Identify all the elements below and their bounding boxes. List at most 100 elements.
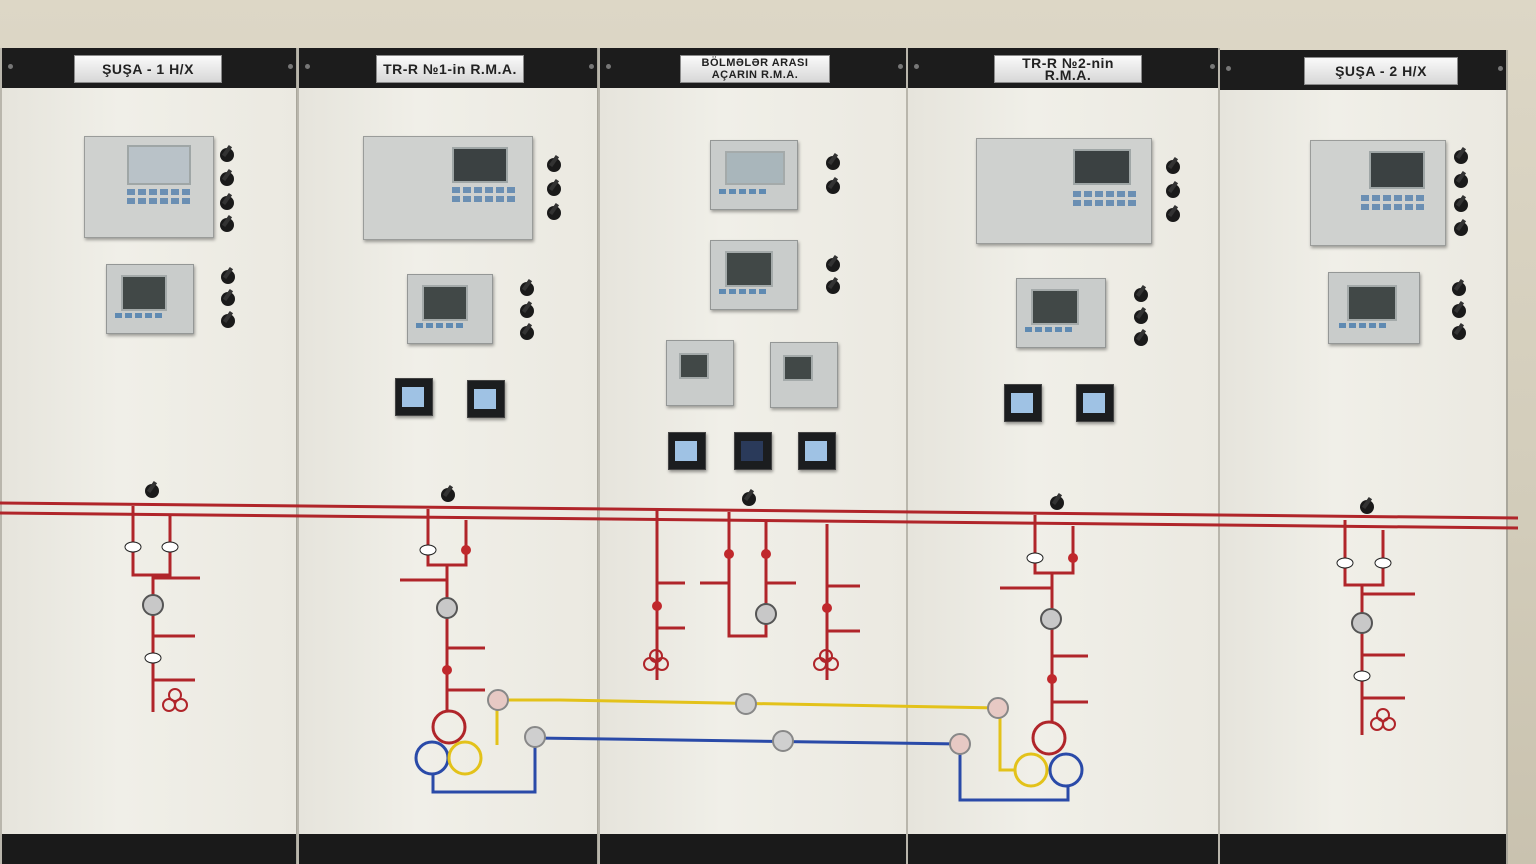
rotary-switch-icon[interactable] (520, 326, 534, 340)
rotary-switch-icon[interactable] (826, 280, 840, 294)
rotary-switch-icon[interactable] (1454, 222, 1468, 236)
rotary-switch-icon[interactable] (1454, 198, 1468, 212)
rotary-switch-icon[interactable] (1166, 160, 1180, 174)
protection-relay[interactable] (363, 136, 533, 240)
indicator-lamp-icon (652, 601, 662, 611)
rotary-switch-icon[interactable] (547, 182, 561, 196)
current-transformer-icon (987, 697, 1009, 719)
transformer-star-icon (431, 709, 467, 745)
rotary-switch-icon[interactable] (221, 292, 235, 306)
panel-title-plate: TR-R №2-nin R.M.A. (994, 55, 1142, 83)
circuit-breaker-icon (755, 603, 777, 625)
rotary-switch-icon[interactable] (1166, 208, 1180, 222)
meter-display-icon (798, 432, 836, 470)
indicator-lamp-icon (1047, 674, 1057, 684)
current-transformer-icon (162, 688, 188, 712)
control-relay[interactable] (1016, 278, 1106, 348)
indicator-lamp-icon (442, 665, 452, 675)
disconnector-icon (1336, 557, 1392, 682)
meter-display-icon (734, 432, 772, 470)
protection-relay[interactable] (666, 340, 734, 406)
rotary-switch-icon[interactable] (1454, 150, 1468, 164)
circuit-breaker-icon (1351, 612, 1373, 634)
rotary-switch-icon[interactable] (1454, 174, 1468, 188)
rotary-switch-icon[interactable] (826, 156, 840, 170)
cabinet-transformer-2: TR-R №2-nin R.M.A. (906, 48, 1220, 864)
control-relay[interactable] (710, 240, 798, 310)
protection-relay[interactable] (84, 136, 214, 238)
cabinet-base (2, 834, 296, 864)
rotary-switch-icon[interactable] (1452, 282, 1466, 296)
current-transformer-icon (524, 726, 546, 748)
rotary-switch-icon[interactable] (220, 148, 234, 162)
cabinet-base (1220, 834, 1506, 864)
rotary-switch-icon[interactable] (1452, 304, 1466, 318)
control-relay[interactable] (407, 274, 493, 344)
meter-display-icon (1076, 384, 1114, 422)
rotary-switch-icon[interactable] (441, 488, 455, 502)
transformer-delta-icon (1048, 752, 1084, 788)
meter-display-icon (395, 378, 433, 416)
rotary-switch-icon[interactable] (221, 270, 235, 284)
rotary-switch-icon[interactable] (826, 180, 840, 194)
transformer-star-icon (447, 740, 483, 776)
rotary-switch-icon[interactable] (145, 484, 159, 498)
rotary-switch-icon[interactable] (1134, 288, 1148, 302)
rotary-switch-icon[interactable] (1050, 496, 1064, 510)
rotary-switch-icon[interactable] (220, 218, 234, 232)
feeder-bus-coupler (655, 510, 860, 680)
rotary-switch-icon[interactable] (221, 314, 235, 328)
blue-line (431, 736, 1070, 802)
rotary-switch-icon[interactable] (1134, 310, 1148, 324)
disconnector-icon (124, 541, 179, 664)
circuit-breaker-icon (1040, 608, 1062, 630)
panel-title-plate: BÖLMƏLƏR ARASI AÇARIN R.M.A. (680, 55, 830, 83)
cabinet-base (908, 834, 1218, 864)
rotary-switch-icon[interactable] (520, 304, 534, 318)
transformer-star-icon (1013, 752, 1049, 788)
current-transformer-icon (735, 693, 757, 715)
cabinet-base (600, 834, 906, 864)
rotary-switch-icon[interactable] (520, 282, 534, 296)
rotary-switch-icon[interactable] (826, 258, 840, 272)
indicator-lamp-icon (1068, 553, 1078, 563)
indicator-lamp-icon (822, 603, 832, 613)
cabinet-base (299, 834, 597, 864)
protection-relay[interactable] (976, 138, 1152, 244)
panel-title-plate: TR-R №1-in R.M.A. (376, 55, 524, 83)
rotary-switch-icon[interactable] (220, 196, 234, 210)
protection-relay[interactable] (1310, 140, 1446, 246)
panel-title-plate: ŞUŞA - 2 H/X (1304, 57, 1458, 85)
indicator-lamp-icon (461, 545, 471, 555)
rotary-switch-icon[interactable] (1166, 184, 1180, 198)
current-transformer-icon (643, 649, 839, 671)
panel-title-plate: ŞUŞA - 1 H/X (74, 55, 222, 83)
rotary-switch-icon[interactable] (1134, 332, 1148, 346)
rotary-switch-icon[interactable] (220, 172, 234, 186)
current-transformer-icon (949, 733, 971, 755)
indicator-lamp-icon (724, 549, 734, 559)
meter-display-icon (1004, 384, 1042, 422)
rotary-switch-icon[interactable] (1452, 326, 1466, 340)
control-relay[interactable] (710, 140, 798, 210)
feeder-transformer-1 (400, 509, 485, 712)
feeder-transformer-2 (1000, 515, 1088, 722)
feeder-susa-2 (1343, 520, 1415, 735)
disconnector-icon (1026, 552, 1044, 564)
meter-display-icon (467, 380, 505, 418)
transformer-star-icon (1031, 720, 1067, 756)
rotary-switch-icon[interactable] (1360, 500, 1374, 514)
rotary-switch-icon[interactable] (547, 206, 561, 220)
panel-title-line-1: BÖLMƏLƏR ARASI (701, 57, 809, 69)
rotary-switch-icon[interactable] (547, 158, 561, 172)
yellow-line (495, 698, 1015, 772)
control-relay[interactable] (1328, 272, 1420, 344)
cabinet-bus-coupler: BÖLMƏLƏR ARASI AÇARIN R.M.A. (598, 48, 908, 864)
cabinet-susa-1: ŞUŞA - 1 H/X (0, 48, 298, 864)
transformer-delta-icon (414, 740, 450, 776)
circuit-breaker-icon (436, 597, 458, 619)
protection-relay[interactable] (770, 342, 838, 408)
rotary-switch-icon[interactable] (742, 492, 756, 506)
control-relay[interactable] (106, 264, 194, 334)
